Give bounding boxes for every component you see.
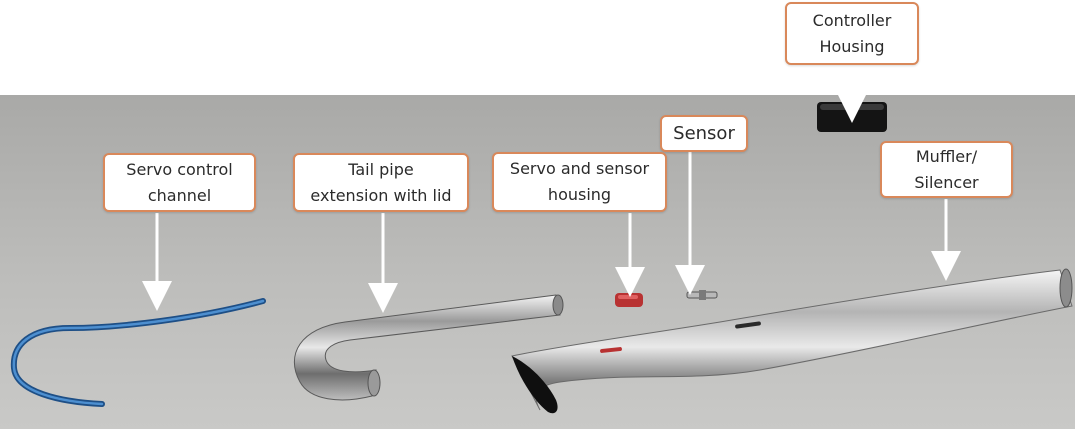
muffler-label: Muffler/ Silencer	[880, 141, 1013, 198]
tail-pipe-label-line2: extension with lid	[310, 185, 452, 205]
sensor-label: Sensor	[660, 115, 748, 152]
servo-housing-part	[615, 293, 643, 307]
controller-housing-label: Controller Housing	[785, 2, 919, 65]
servo-control-channel-part	[10, 298, 266, 407]
servo-sensor-housing-label: Servo and sensor housing	[492, 152, 667, 212]
servo-control-channel-label-line1: Servo control	[126, 159, 233, 179]
sensor-label-line1: Sensor	[673, 122, 735, 144]
servo-control-channel-label-line2: channel	[147, 185, 212, 205]
muffler-label-line1: Muffler/	[915, 146, 978, 166]
sensor-part	[686, 290, 718, 300]
muffler-label-line2: Silencer	[914, 172, 979, 192]
servo-sensor-housing-label-line2: housing	[547, 185, 612, 204]
servo-sensor-housing-label-line1: Servo and sensor	[509, 159, 650, 178]
controller-housing-label-line2: Housing	[819, 36, 885, 56]
tail-pipe-part	[293, 294, 564, 401]
servo-control-channel-label: Servo control channel	[103, 153, 256, 212]
muffler-part	[511, 268, 1073, 414]
tail-pipe-label-line1: Tail pipe	[348, 159, 414, 179]
controller-housing-label-line1: Controller	[812, 10, 892, 30]
callout-arrows	[142, 66, 961, 313]
tail-pipe-label: Tail pipe extension with lid	[293, 153, 469, 212]
